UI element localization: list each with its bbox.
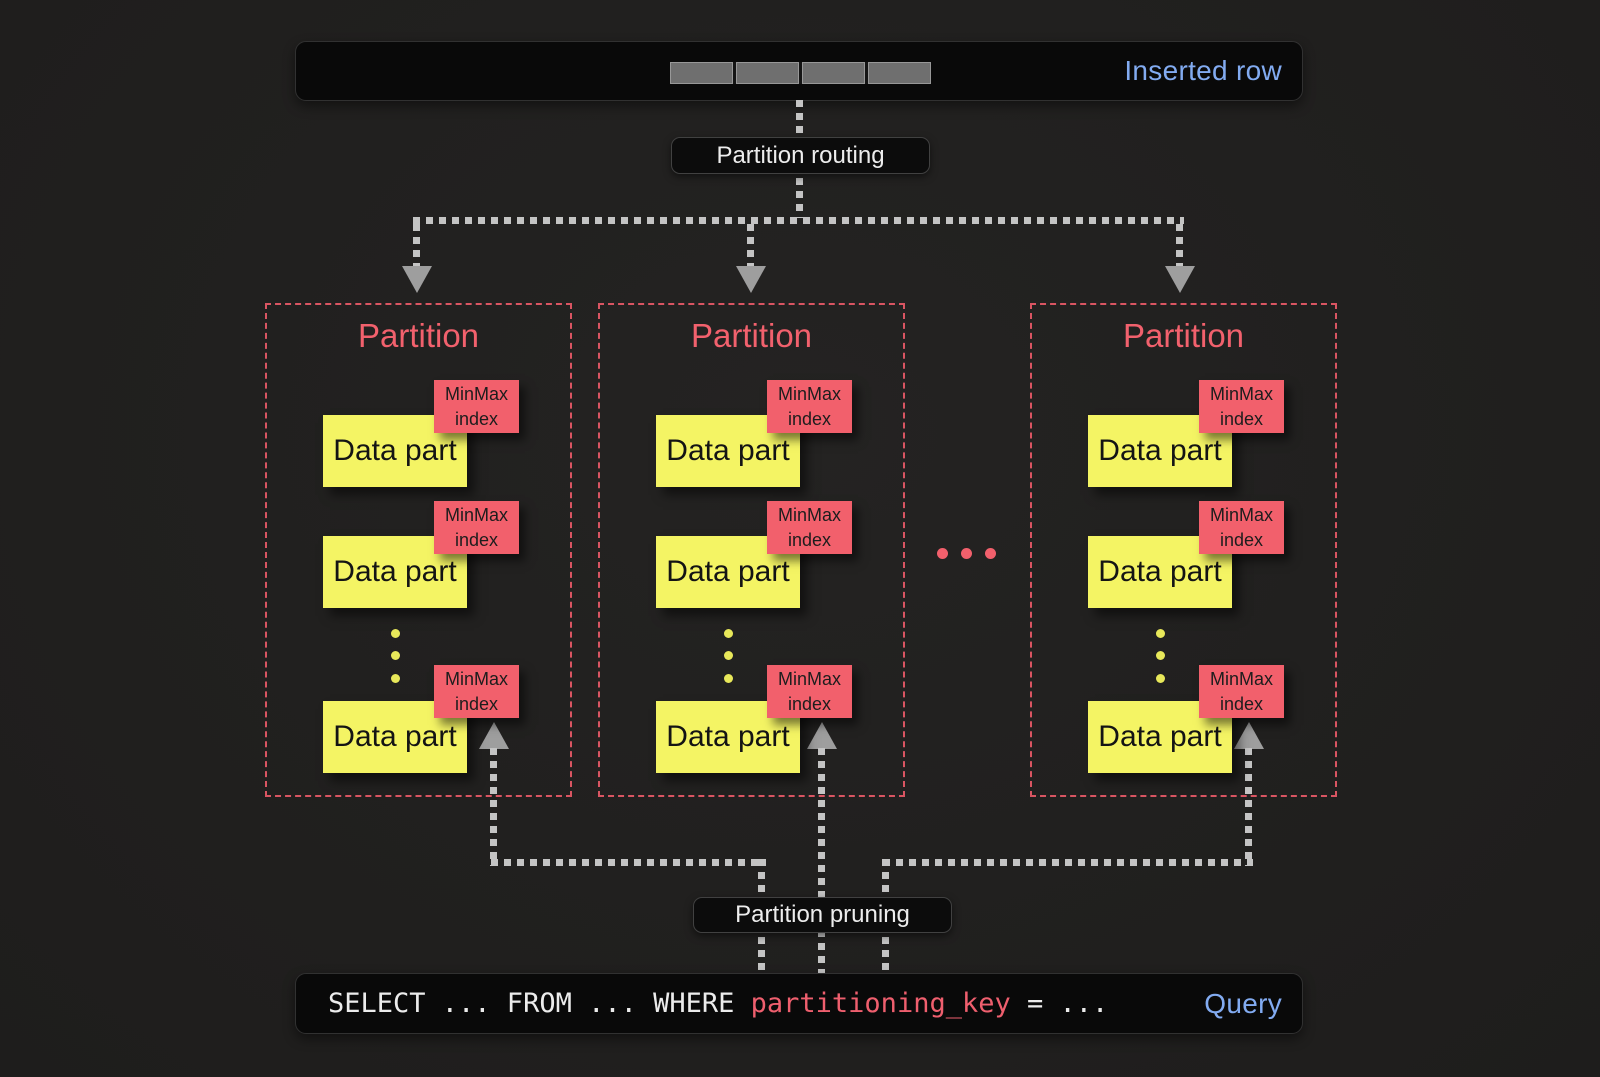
pruning-elbow-left: [491, 859, 766, 866]
minmax-index: MinMax index: [767, 665, 852, 718]
query-text: SELECT ... FROM ... WHERE partitioning_k…: [296, 988, 1108, 1019]
minmax-index: MinMax index: [767, 380, 852, 433]
minmax-index: MinMax index: [434, 665, 519, 718]
fanout-drop-3: [1176, 224, 1183, 268]
pruning-elbow-right: [883, 859, 1253, 866]
inserted-row-segments-icon: [670, 62, 931, 84]
partition-routing-text: Partition routing: [716, 141, 885, 169]
row-segment: [670, 62, 733, 84]
partition-routing-label: Partition routing: [671, 137, 930, 174]
row-segment: [868, 62, 931, 84]
partition-pruning-text: Partition pruning: [735, 901, 910, 928]
pruning-arrow-shaft-2: [818, 748, 825, 973]
query-bar: SELECT ... FROM ... WHERE partitioning_k…: [295, 973, 1303, 1034]
minmax-index: MinMax index: [767, 501, 852, 554]
partition-box-1: Partition Data part MinMax index Data pa…: [265, 303, 572, 797]
arrow-up-icon: [807, 722, 837, 749]
fanout-line: [413, 217, 1184, 224]
fanout-drop-2: [747, 224, 754, 268]
arrow-up-icon: [479, 722, 509, 749]
query-prefix: SELECT ... FROM ... WHERE: [328, 988, 751, 1019]
data-part: Data part: [1088, 415, 1232, 487]
minmax-index: MinMax index: [434, 380, 519, 433]
partition-pruning-label: Partition pruning: [693, 897, 952, 933]
minmax-index: MinMax index: [434, 501, 519, 554]
query-label: Query: [1204, 987, 1282, 1019]
arrow-down-icon: [402, 266, 432, 293]
pruning-arrow-shaft-1: [490, 748, 497, 866]
query-suffix: = ...: [1010, 988, 1109, 1019]
arrow-up-icon: [1234, 722, 1264, 749]
minmax-index: MinMax index: [1199, 380, 1284, 433]
arrow-down-icon: [736, 266, 766, 293]
pruning-arrow-shaft-3: [1245, 748, 1252, 866]
minmax-index: MinMax index: [1199, 501, 1284, 554]
inserted-row-bar: Inserted row: [295, 41, 1303, 101]
fanout-drop-1: [413, 224, 420, 268]
partition-title: Partition: [357, 317, 480, 354]
row-segment: [802, 62, 865, 84]
arrow-down-icon: [1165, 266, 1195, 293]
more-partitions-ellipsis: [937, 548, 996, 559]
partition-title: Partition: [1122, 317, 1245, 354]
row-segment: [736, 62, 799, 84]
minmax-index: MinMax index: [1199, 665, 1284, 718]
query-partitioning-key: partitioning_key: [750, 988, 1011, 1019]
inserted-row-label: Inserted row: [1124, 55, 1282, 86]
partition-title: Partition: [690, 317, 813, 354]
partition-box-2: Partition Data part MinMax index Data pa…: [598, 303, 905, 797]
partition-box-3: Partition Data part MinMax index Data pa…: [1030, 303, 1337, 797]
